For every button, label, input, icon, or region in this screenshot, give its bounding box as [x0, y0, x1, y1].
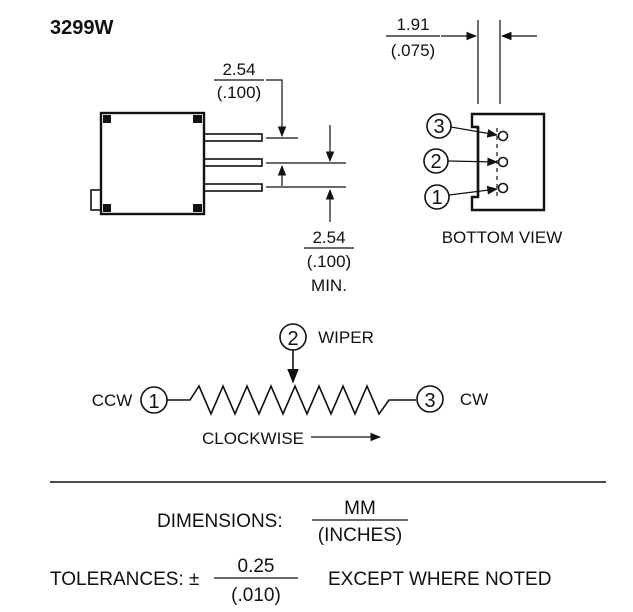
pin-hole-2	[497, 156, 509, 168]
tolerances-label: TOLERANCES: ±	[50, 569, 199, 590]
body-corner	[103, 204, 111, 212]
body-corner	[193, 204, 202, 212]
pin-hole-1	[497, 182, 509, 194]
callout-leader	[447, 157, 499, 167]
tolerance-note: EXCEPT WHERE NOTED	[328, 569, 551, 590]
body-corner	[193, 115, 202, 123]
pin-callout-1	[424, 184, 450, 210]
pin-callout-2-label: 2	[430, 151, 441, 173]
pin-callout-3	[426, 113, 452, 139]
pin-length-mm: 2.54	[312, 228, 345, 247]
tolerance-inches: (.010)	[231, 585, 281, 606]
part-number-title: 3299W	[50, 17, 113, 39]
width-mm: 1.91	[396, 15, 429, 34]
trimmer-body	[99, 111, 206, 216]
terminal-3-label: 3	[424, 390, 435, 412]
adjustment-screw	[90, 189, 102, 211]
cw-label: CW	[460, 390, 488, 409]
pin-lead	[203, 133, 263, 142]
pin-callout-3-label: 3	[433, 116, 444, 138]
side-view: 2.54 (.100) 2.54 (.100) MIN.	[90, 60, 354, 295]
package-outline	[470, 112, 546, 212]
units-inches: (INCHES)	[318, 525, 402, 546]
callout-leader	[450, 126, 499, 138]
pin-length-inches: (.100)	[307, 252, 351, 271]
dimensions-label: DIMENSIONS:	[157, 511, 283, 532]
footer-notes: DIMENSIONS: MM (INCHES) TOLERANCES: ± 0.…	[50, 498, 551, 606]
tolerance-mm: 0.25	[238, 556, 275, 577]
body-corner	[103, 115, 111, 123]
terminal-1-label: 1	[148, 391, 159, 413]
terminal-2-label: 2	[287, 328, 298, 350]
wiper-label: WIPER	[318, 328, 374, 347]
clockwise-label: CLOCKWISE	[202, 429, 304, 448]
ccw-label: CCW	[92, 391, 133, 410]
pin-lead	[203, 158, 263, 167]
units-mm: MM	[344, 498, 376, 519]
callout-leader	[448, 185, 499, 196]
width-inches: (.075)	[391, 41, 435, 60]
pin-spacing-mm: 2.54	[222, 60, 255, 79]
pin-lead	[203, 183, 263, 192]
pin-length-note: MIN.	[311, 276, 347, 295]
terminal-3	[416, 385, 444, 413]
schematic: CCW 1 3 CW 2 WIPER CLOCKWISE	[92, 323, 488, 448]
bottom-view-label: BOTTOM VIEW	[442, 228, 563, 247]
leader-arrow	[266, 79, 287, 138]
pin-callout-1-label: 1	[431, 187, 442, 209]
bottom-view: 1.91 (.075) 3 2 1 BOTTOM VIEW	[386, 15, 562, 247]
pin-spacing-inches: (.100)	[217, 83, 261, 102]
pin-hole-3	[497, 130, 509, 142]
resistor-element	[167, 383, 416, 417]
